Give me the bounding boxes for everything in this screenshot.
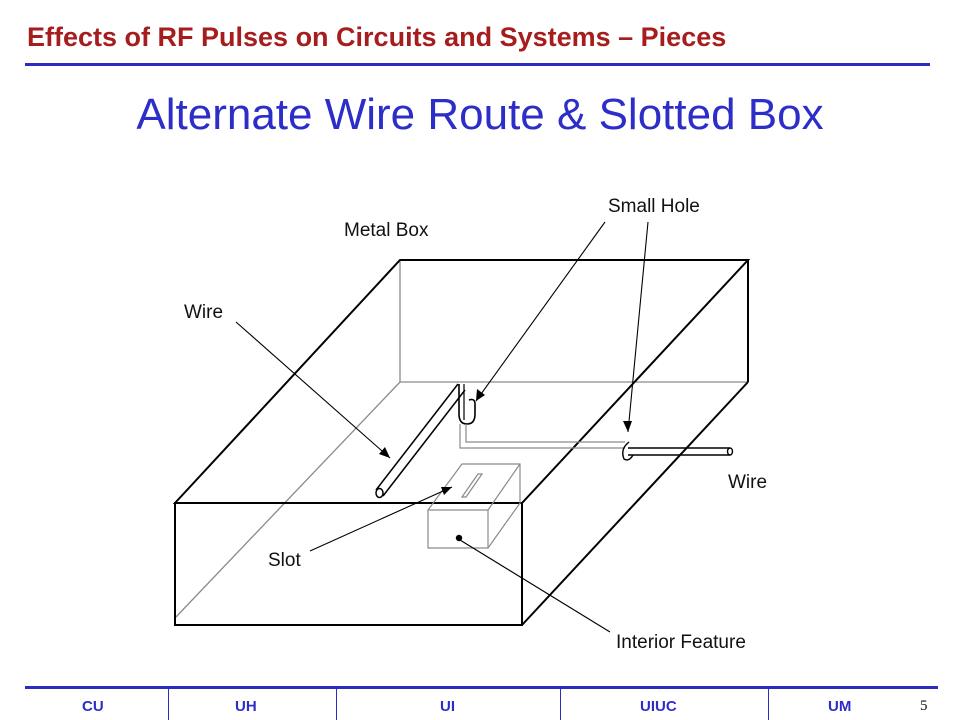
label-slot: Slot [268, 550, 301, 571]
footer-item-uh: UH [235, 698, 257, 715]
label-wire-left: Wire [184, 302, 223, 323]
footer-separator [768, 689, 769, 720]
interior-feature-dot [455, 534, 463, 542]
box-back-walls [174, 260, 748, 619]
footer-separator [168, 689, 169, 720]
small-hole-loop [458, 384, 476, 425]
slide-title: Alternate Wire Route & Slotted Box [136, 90, 824, 139]
box-outline [172, 259, 751, 626]
header-title: Effects of RF Pulses on Circuits and Sys… [27, 22, 727, 52]
interior-feature-block [427, 463, 521, 549]
footer-item-cu: CU [82, 698, 104, 715]
footer-separator [560, 689, 561, 720]
footer-item-uiuc: UIUC [640, 698, 677, 715]
label-interior-feature: Interior Feature [616, 632, 746, 653]
footer-rule [25, 686, 938, 689]
internal-wire-route [459, 424, 625, 449]
callout-arrowheads [379, 389, 632, 495]
label-metal-box: Metal Box [344, 220, 429, 241]
header-rule [25, 63, 930, 66]
interior-wire [375, 383, 466, 499]
label-small-hole: Small Hole [608, 196, 700, 217]
label-wire-right: Wire [728, 472, 767, 493]
callout-lines [235, 221, 649, 633]
exterior-wire [622, 441, 734, 461]
footer-item-um: UM [828, 698, 852, 715]
page-number: 5 [920, 698, 928, 714]
footer-separator [336, 689, 337, 720]
footer-item-ui: UI [440, 698, 455, 715]
